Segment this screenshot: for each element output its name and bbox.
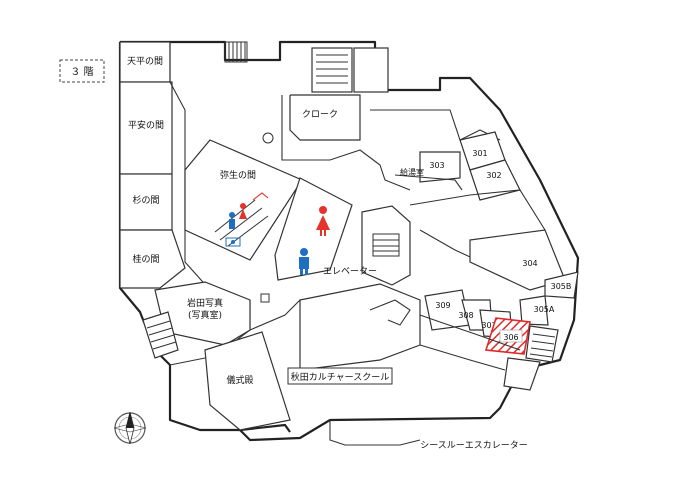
outer-walls — [118, 40, 580, 442]
room-305b — [544, 271, 579, 299]
room-sugi — [119, 173, 173, 231]
label-309: 309 — [435, 301, 450, 310]
culture-school-label: 秋田カルチャースクール — [287, 367, 393, 385]
label-culture-school: 秋田カルチャースクール — [291, 371, 389, 383]
pillar-north — [262, 132, 274, 144]
room-heian — [119, 81, 173, 175]
staircase-nw — [224, 41, 248, 63]
label-tenpyo: 天平の間 — [127, 56, 163, 67]
compass-icon — [113, 411, 147, 445]
label-301: 301 — [472, 149, 487, 158]
label-heian: 平安の間 — [128, 119, 164, 131]
label-iwata-1: 岩田写真 — [187, 297, 223, 309]
label-306: 306 — [503, 333, 518, 342]
room-303 — [419, 151, 461, 183]
room-cloak — [289, 94, 361, 141]
room-tenpyo — [119, 41, 171, 83]
wheelchair-restroom-icon — [225, 237, 241, 247]
label-escalator: シースルーエスカレーター — [420, 440, 528, 451]
room-culture-school-hall — [299, 283, 421, 371]
label-303: 303 — [429, 161, 444, 170]
core-north — [311, 47, 389, 93]
label-305a: 305A — [534, 305, 555, 314]
room-gishikiden — [204, 331, 291, 431]
restroom-core — [274, 177, 353, 281]
label-katsura: 桂の間 — [132, 253, 159, 265]
staircase-sw — [142, 311, 179, 359]
label-yayoi: 弥生の間 — [220, 169, 256, 181]
female-restroom-icon-small — [239, 203, 247, 219]
label-kyutoshitsu: 給湯室 — [400, 167, 424, 177]
core-east — [361, 205, 411, 286]
west-rooms — [119, 41, 251, 346]
room-katsura — [119, 229, 186, 289]
pillar-west — [260, 293, 270, 303]
label-cloak: クローク — [302, 109, 338, 120]
room-yayoi — [184, 139, 303, 261]
label-307: 307 — [481, 321, 496, 330]
label-sugi: 杉の間 — [132, 194, 159, 206]
label-304: 304 — [522, 259, 537, 268]
label-305b: 305B — [551, 282, 572, 291]
female-restroom-icon — [316, 206, 330, 236]
label-elevator: エレベーター — [323, 266, 377, 277]
label-gishikiden: 儀式殿 — [226, 374, 253, 386]
east-upper-rooms — [370, 109, 546, 281]
room-305a — [519, 295, 549, 326]
label-302: 302 — [486, 171, 501, 180]
label-308: 308 — [458, 311, 473, 320]
floor-label: ３ 階 — [59, 59, 105, 83]
male-restroom-icon — [299, 248, 309, 275]
male-restroom-icon-small — [229, 212, 235, 229]
label-iwata-2: (写真室) — [188, 309, 222, 321]
staircase-se — [503, 325, 559, 391]
floor-label-text: ３ 階 — [70, 66, 93, 78]
